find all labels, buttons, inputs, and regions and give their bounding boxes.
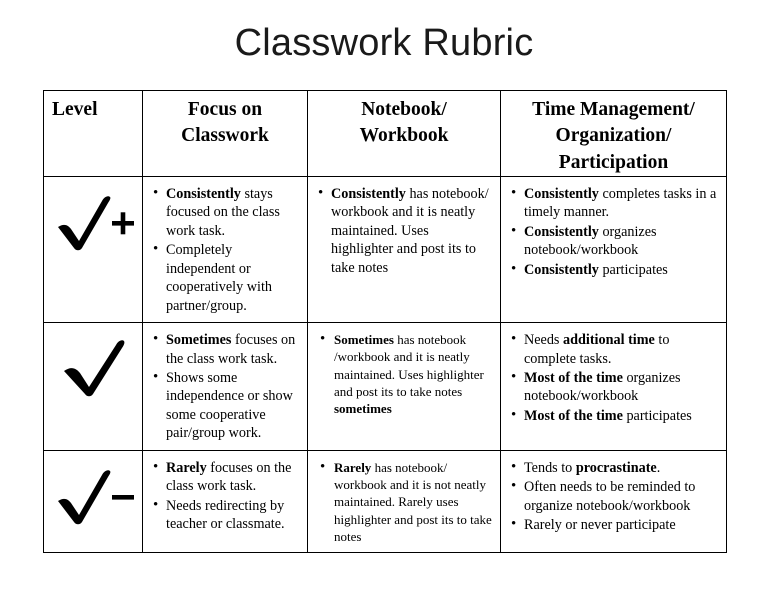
list-item: Needs redirecting by teacher or classmat… <box>153 496 300 534</box>
list-item: Rarely has notebook/ workbook and it is … <box>320 458 493 545</box>
header-label-notebook: Notebook/ Workbook <box>308 91 500 150</box>
header-time-line1: Time Management/ <box>532 99 695 120</box>
bullet-list-focus-3: Rarely focuses on the class work task. N… <box>147 458 300 534</box>
page-title: Classwork Rubric <box>234 22 534 64</box>
table-header-row: Level Focus on Classwork Notebook/ Workb… <box>43 90 727 177</box>
bullet-list-notebook-2: Sometimes has notebook /workbook and it … <box>312 330 493 417</box>
header-cell-notebook: Notebook/ Workbook <box>307 90 501 177</box>
list-item: Often needs to be reminded to organize n… <box>511 477 719 515</box>
list-item: Consistently has notebook/ workbook and … <box>318 184 493 277</box>
cell-time-3: Tends to procrastinate. Often needs to b… <box>500 449 727 554</box>
cell-time-1: Consistently completes tasks in a timely… <box>500 175 727 324</box>
cell-time-2: Needs additional time to complete tasks.… <box>500 322 727 451</box>
header-label-level: Level <box>52 99 98 120</box>
table-row: Sometimes focuses on the class work task… <box>43 322 727 451</box>
list-item: Sometimes focuses on the class work task… <box>153 330 300 368</box>
list-item: Rarely focuses on the class work task. <box>153 458 300 496</box>
header-cell-level: Level <box>43 90 143 177</box>
level-cell-3 <box>43 449 143 554</box>
bullet-list-focus-1: Consistently stays focused on the class … <box>147 184 300 315</box>
cell-notebook-3: Rarely has notebook/ workbook and it is … <box>307 449 501 554</box>
rubric-table: Level Focus on Classwork Notebook/ Workb… <box>43 90 727 554</box>
list-item: Consistently completes tasks in a timely… <box>511 184 719 222</box>
header-notebook-line1: Notebook/ <box>361 99 447 120</box>
header-cell-focus: Focus on Classwork <box>142 90 308 177</box>
bullet-list-notebook-1: Consistently has notebook/ workbook and … <box>312 184 493 277</box>
cell-focus-3: Rarely focuses on the class work task. N… <box>142 449 308 554</box>
list-item: Needs additional time to complete tasks. <box>511 330 719 368</box>
list-item: Rarely or never participate <box>511 515 719 535</box>
level-cell-2 <box>43 322 143 451</box>
list-item: Most of the time organizes notebook/work… <box>511 368 719 406</box>
list-item: Sometimes has notebook /workbook and it … <box>320 330 493 417</box>
check-plus-icon <box>50 191 136 253</box>
list-item: Consistently participates <box>511 260 719 280</box>
list-item: Consistently stays focused on the class … <box>153 184 300 240</box>
cell-notebook-1: Consistently has notebook/ workbook and … <box>307 175 501 324</box>
header-label-focus: Focus on Classwork <box>143 91 307 150</box>
bullet-list-notebook-3: Rarely has notebook/ workbook and it is … <box>312 458 493 545</box>
table-row: Rarely focuses on the class work task. N… <box>43 449 727 554</box>
list-item: Tends to procrastinate. <box>511 458 719 478</box>
header-time-line2: Organization/ <box>555 125 672 147</box>
cell-notebook-2: Sometimes has notebook /workbook and it … <box>307 322 501 451</box>
list-item: Most of the time participates <box>511 406 719 426</box>
list-item: Completely independent or cooperatively … <box>153 240 300 315</box>
check-minus-icon <box>50 465 136 527</box>
header-focus-line1: Focus on <box>187 99 263 120</box>
header-notebook-line2: Workbook <box>359 125 449 147</box>
cell-focus-2: Sometimes focuses on the class work task… <box>142 322 308 451</box>
header-focus-line2: Classwork <box>181 125 269 147</box>
bullet-list-focus-2: Sometimes focuses on the class work task… <box>147 330 300 443</box>
bullet-list-time-3: Tends to procrastinate. Often needs to b… <box>505 458 719 535</box>
cell-focus-1: Consistently stays focused on the class … <box>142 175 308 324</box>
header-time-line3: Participation <box>558 151 669 173</box>
level-cell-1 <box>43 175 143 324</box>
list-item: Shows some independence or show some coo… <box>153 368 300 443</box>
header-cell-time-management: Time Management/ Organization/ Participa… <box>500 90 727 177</box>
table-row: Consistently stays focused on the class … <box>43 175 727 324</box>
bullet-list-time-2: Needs additional time to complete tasks.… <box>505 330 719 426</box>
bullet-list-time-1: Consistently completes tasks in a timely… <box>505 184 719 280</box>
check-icon <box>50 337 136 399</box>
list-item: Consistently organizes notebook/workbook <box>511 222 719 260</box>
header-label-time-management: Time Management/ Organization/ Participa… <box>501 91 726 176</box>
